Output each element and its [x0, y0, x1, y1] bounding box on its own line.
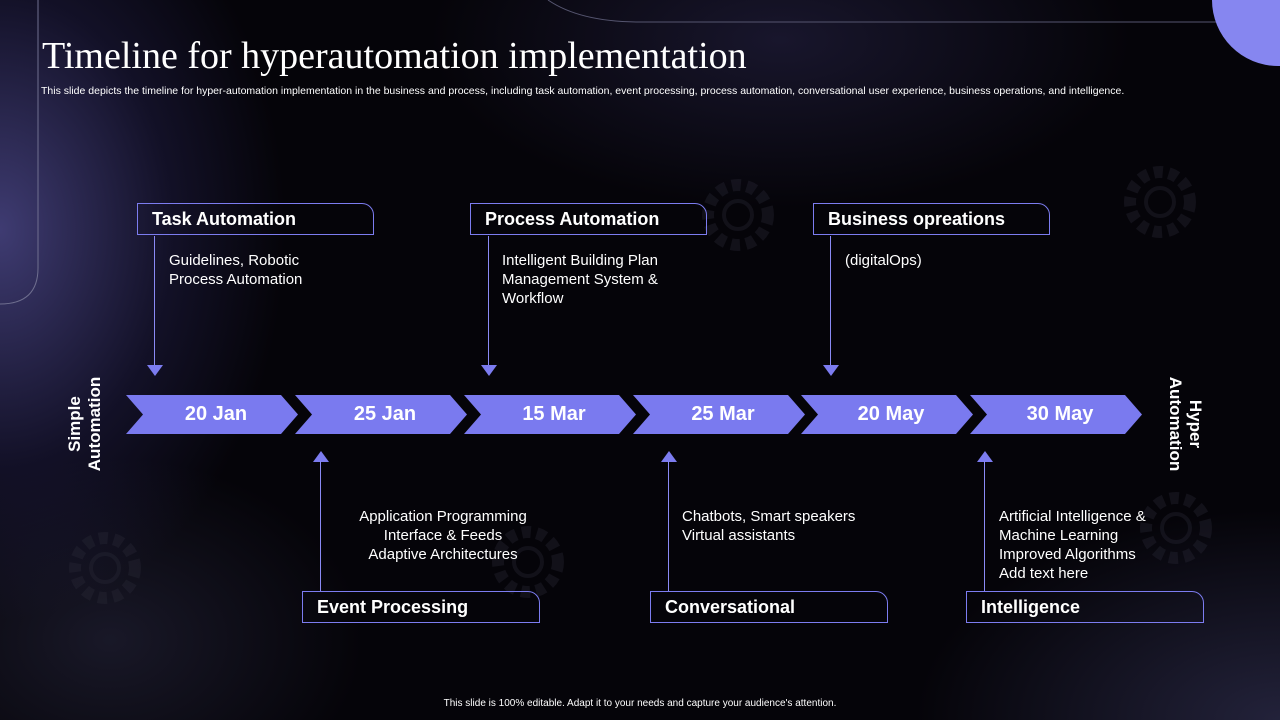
- chevron-date: 20 May: [857, 403, 925, 425]
- description-line: Add text here: [999, 565, 1089, 582]
- decorative-curve-top: [547, 0, 1240, 23]
- milestone-label-intelligence: Intelligence: [966, 591, 1204, 623]
- arrow-up-icon: [661, 451, 677, 462]
- timeline-chevron-20-may: 20 May: [801, 395, 973, 434]
- arrow-down-icon: [147, 365, 163, 376]
- axis-label-left-line: Simple: [65, 396, 84, 452]
- page-title: Timeline for hyperautomation implementat…: [42, 35, 747, 77]
- description-line: Virtual assistants: [682, 527, 796, 544]
- arrow-down-icon: [823, 365, 839, 376]
- arrow-up-icon: [313, 451, 329, 462]
- milestone-description-process-automation: Intelligent Building Plan Management Sys…: [502, 251, 658, 308]
- arrow-up-icon: [977, 451, 993, 462]
- timeline-chevron-25-mar: 25 Mar: [633, 395, 805, 434]
- description-line: Improved Algorithms: [999, 546, 1136, 563]
- milestone-label-business-operations: Business opreations: [813, 203, 1050, 235]
- description-line: Intelligent Building Plan: [502, 252, 658, 269]
- description-line: Adaptive Architectures: [368, 546, 518, 563]
- connector-line: [154, 236, 155, 366]
- description-line: Artificial Intelligence &: [999, 508, 1146, 525]
- description-line: Application Programming: [359, 508, 527, 525]
- axis-label-left-line: Automation: [85, 376, 104, 472]
- milestone-description-intelligence: Artificial Intelligence & Machine Learni…: [999, 507, 1146, 583]
- footer-note: This slide is 100% editable. Adapt it to…: [443, 698, 837, 709]
- milestone-label-process-automation: Process Automation: [470, 203, 707, 235]
- description-line: Chatbots, Smart speakers: [682, 508, 856, 525]
- description-line: Interface & Feeds: [383, 527, 503, 544]
- decorative-circle: [1212, 0, 1280, 66]
- connector-line: [668, 461, 669, 591]
- timeline-chevron-30-may: 30 May: [970, 395, 1142, 434]
- timeline-chevron-15-mar: 15 Mar: [464, 395, 636, 434]
- milestone-label-task-automation: Task Automation: [137, 203, 374, 235]
- milestone-label-conversational: Conversational: [650, 591, 888, 623]
- timeline-chevron-25-jan: 25 Jan: [295, 395, 467, 434]
- connector-line: [984, 461, 985, 591]
- connector-line: [488, 236, 489, 366]
- milestone-description-task-automation: Guidelines, Robotic Process Automation: [169, 251, 302, 289]
- axis-label-right-line: Hyper: [1186, 399, 1205, 449]
- description-line: Machine Learning: [999, 527, 1119, 544]
- chevron-date: 25 Mar: [691, 403, 755, 425]
- decorative-curve-left: [0, 0, 39, 305]
- connector-line: [830, 236, 831, 366]
- description-line: Workflow: [502, 290, 564, 307]
- description-line: Guidelines, Robotic: [169, 252, 300, 269]
- timeline-chevron-20-jan: 20 Jan: [126, 395, 298, 434]
- description-line: Management System &: [502, 271, 658, 288]
- chevron-date: 20 Jan: [184, 403, 248, 425]
- axis-label-left: Simple Automation: [65, 334, 105, 514]
- milestone-description-business-operations: (digitalOps): [845, 251, 922, 270]
- milestone-description-conversational: Chatbots, Smart speakers Virtual assista…: [682, 507, 855, 545]
- axis-label-right-line: Automation: [1166, 376, 1185, 472]
- milestone-label-event-processing: Event Processing: [302, 591, 540, 623]
- arrow-down-icon: [481, 365, 497, 376]
- description-line: (digitalOps): [845, 252, 922, 269]
- page-subtitle: This slide depicts the timeline for hype…: [41, 85, 1125, 97]
- chevron-date: 15 Mar: [522, 403, 586, 425]
- gear-icon: [69, 166, 1212, 604]
- axis-label-right: Hyper Automation: [1165, 334, 1205, 514]
- description-line: Process Automation: [169, 271, 303, 288]
- connector-line: [320, 461, 321, 591]
- chevron-date: 25 Jan: [353, 403, 417, 425]
- chevron-date: 30 May: [1026, 403, 1094, 425]
- milestone-description-event-processing: Application Programming Interface & Feed…: [343, 507, 543, 564]
